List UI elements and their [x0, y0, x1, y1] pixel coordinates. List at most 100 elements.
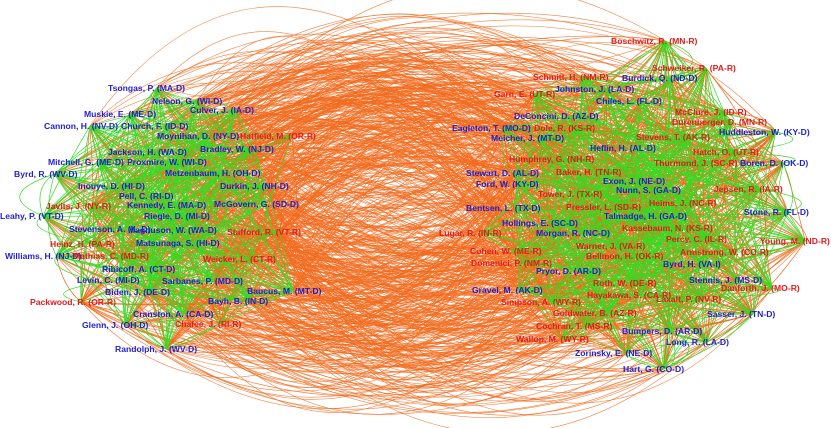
same-party-edge	[625, 352, 664, 370]
intra-cluster-cross-edge	[178, 229, 222, 325]
same-party-edge	[175, 204, 249, 302]
same-party-edge	[735, 151, 806, 242]
same-party-edge	[514, 207, 627, 354]
same-party-edge	[36, 215, 94, 245]
cross-party-edge	[178, 161, 639, 375]
cross-party-edge	[124, 142, 514, 326]
node-label: Moynihan, D. (NY-D)	[157, 131, 239, 141]
node-label: Stennis, J. (MS-D)	[689, 275, 762, 285]
intra-cluster-cross-edge	[706, 240, 806, 343]
same-party-edge	[54, 109, 236, 175]
same-party-edge	[89, 125, 126, 326]
node-label: Biden, J. (DE-D)	[105, 287, 170, 297]
same-party-edge	[153, 242, 191, 270]
same-party-edge	[89, 109, 237, 128]
same-party-edge	[635, 147, 788, 213]
same-party-edge	[122, 221, 180, 231]
same-party-edge	[534, 93, 732, 123]
same-party-edge	[118, 242, 191, 281]
node-label: Riegle, D. (MI-D)	[144, 211, 210, 221]
same-party-edge	[189, 135, 209, 244]
node-label: Levin, C. (MI-D)	[77, 275, 140, 285]
same-party-edge	[513, 202, 693, 252]
same-party-edge	[517, 289, 558, 303]
same-party-edge	[539, 137, 573, 160]
same-party-edge	[189, 215, 214, 282]
same-party-edge	[189, 185, 266, 217]
same-party-edge	[512, 250, 563, 340]
same-party-edge	[39, 173, 55, 217]
cross-party-edge	[166, 240, 806, 374]
node-label: Cranston, A. (CA-D)	[133, 309, 213, 319]
cross-party-edge	[248, 222, 554, 352]
node-label: Simpson, A. (WY-R)	[501, 297, 581, 307]
same-party-edge	[120, 279, 293, 293]
node-label: Wallop, M. (WY-R)	[516, 334, 589, 344]
same-party-edge	[581, 180, 653, 195]
intra-cluster-cross-edge	[701, 162, 784, 300]
intra-cluster-cross-edge	[606, 312, 627, 354]
node-label: Bellmon, H. (OK-R)	[586, 251, 663, 261]
node-label: Sasser, J. (TN-D)	[707, 309, 775, 319]
same-party-edge	[56, 185, 125, 257]
same-party-edge	[516, 183, 620, 208]
same-party-edge	[664, 40, 806, 242]
node-label: Hatch, O. (UT-R)	[693, 147, 759, 157]
same-party-edge	[782, 162, 793, 213]
cross-party-edge	[278, 231, 627, 359]
same-party-edge	[581, 232, 627, 354]
same-party-edge	[522, 262, 550, 303]
node-label: McGovern, G. (SD-D)	[214, 199, 299, 209]
cross-party-edge	[220, 255, 635, 389]
node-label: Packwood, R. (OR-R)	[30, 297, 116, 307]
same-party-edge	[534, 40, 666, 95]
cross-party-edge	[292, 97, 693, 292]
cross-party-edge	[125, 111, 724, 349]
intra-cluster-cross-edge	[517, 289, 563, 340]
same-party-edge	[539, 132, 637, 149]
same-party-edge	[539, 137, 738, 281]
same-party-edge	[54, 113, 131, 175]
intra-cluster-cross-edge	[522, 262, 664, 370]
same-party-edge	[179, 229, 293, 292]
same-party-edge	[641, 77, 671, 102]
node-label: Talmadge, H. (GA-D)	[604, 211, 687, 221]
intra-cluster-cross-edge	[92, 113, 131, 245]
node-label: Bayh, B. (IN-D)	[208, 296, 268, 306]
same-party-edge	[54, 173, 160, 197]
same-party-edge	[617, 206, 664, 217]
node-label: Stevenson, A. (IL-D)	[69, 224, 150, 234]
same-party-edge	[514, 207, 677, 229]
same-party-edge	[534, 67, 707, 95]
node-label: Stafford, R. (VT-R)	[227, 227, 301, 237]
same-party-edge	[119, 279, 167, 350]
intra-cluster-cross-edge	[516, 183, 773, 289]
cross-party-edge	[278, 231, 773, 404]
same-party-edge	[145, 87, 185, 315]
intra-cluster-cross-edge	[759, 188, 788, 213]
same-party-edge	[129, 100, 198, 115]
same-party-edge	[93, 113, 131, 326]
same-party-edge	[553, 211, 788, 224]
same-party-edge	[89, 125, 249, 150]
same-party-edge	[581, 215, 656, 234]
cross-party-edge	[175, 98, 585, 327]
same-party-edge	[581, 76, 761, 190]
cross-party-edge	[292, 290, 754, 416]
same-party-edge	[549, 111, 724, 303]
intra-cluster-cross-edge	[481, 232, 627, 354]
same-party-edge	[522, 245, 622, 264]
same-party-edge	[43, 215, 180, 232]
same-party-edge	[517, 289, 671, 332]
same-party-edge	[235, 109, 266, 205]
intra-cluster-cross-edge	[561, 313, 753, 340]
intra-cluster-cross-edge	[290, 135, 298, 292]
same-party-edge	[56, 242, 191, 258]
same-party-edge	[561, 162, 706, 340]
same-party-edge	[606, 294, 639, 316]
same-party-edge	[516, 158, 573, 185]
node-label: Armstrong, W. (CO-R)	[680, 247, 769, 257]
same-party-edge	[735, 151, 773, 289]
same-party-edge	[503, 77, 671, 129]
